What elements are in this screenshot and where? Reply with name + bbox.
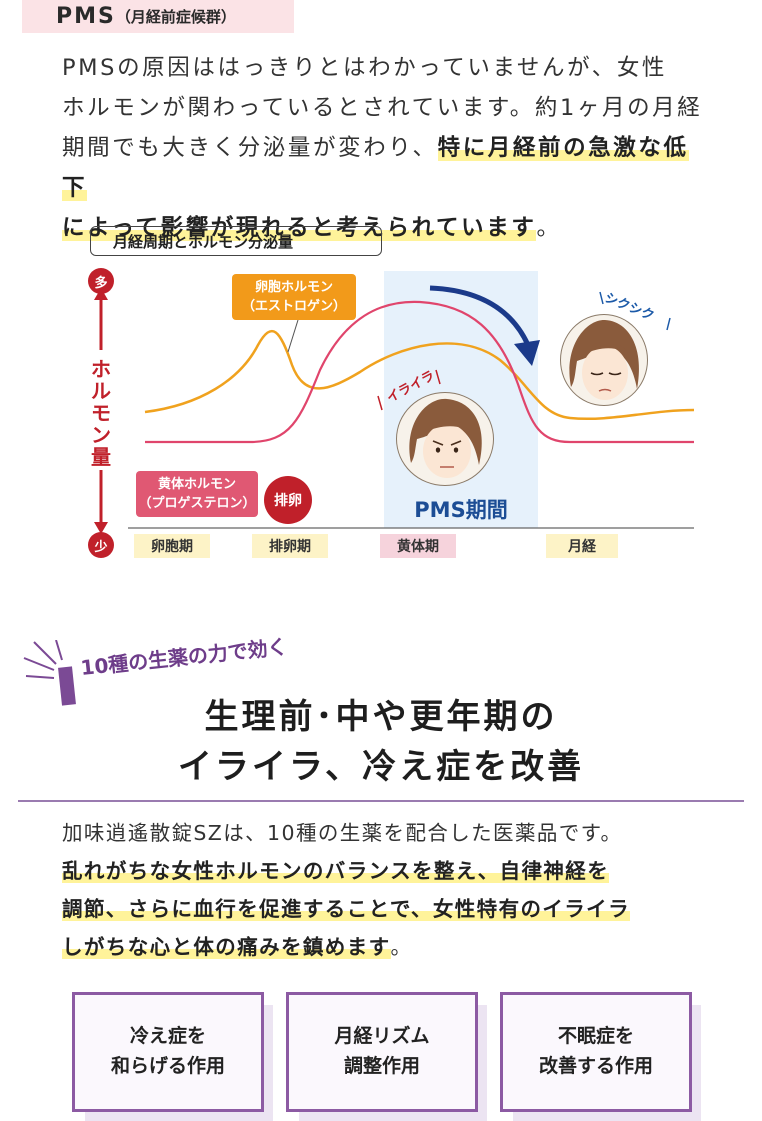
y-axis-arrowhead-down (94, 522, 108, 534)
pms-period-label: PMS期間 (414, 498, 508, 522)
irritated-face-icon (409, 398, 482, 478)
estrogen-curve (144, 330, 695, 421)
phase-follicular: 卵胞期 (134, 534, 210, 558)
intro-line-2: ホルモンが関わっているとされています。約1ヶ月の月経 (62, 95, 703, 121)
decline-arrowhead (514, 340, 540, 366)
intro-line-3: 期間でも大きく分泌量が変わり、特に月経前の急激な低下 (62, 128, 712, 208)
irritation-mark-right (435, 369, 441, 385)
ovulation-badge: 排卵 (264, 476, 312, 524)
phase-ovulation: 排卵期 (252, 534, 328, 558)
sobbing-face-icon (569, 319, 639, 400)
pms-tag: PMS （月経前症候群） (22, 0, 294, 33)
phase-menstruation: 月経 (546, 534, 618, 558)
product-line-3: 調節、さらに血行を促進することで、女性特有のイライラ (62, 890, 722, 928)
sub-heading: 10種の生薬の力で効く (79, 634, 289, 681)
product-highlight-2: 調節、さらに血行を促進することで、女性特有のイライラ (62, 897, 630, 921)
hormone-curves (94, 285, 695, 534)
progesterone-curve (145, 300, 694, 444)
product-highlight-1: 乱れがちな女性ホルモンのバランスを整え、自律神経を (62, 859, 610, 883)
progesterone-label-main: 黄体ホルモン (157, 477, 236, 492)
product-line-4: しがちな心と体の痛みを鎮めます。 (62, 928, 722, 966)
product-paragraph: 加味逍遙散錠SZは、10種の生薬を配合した医薬品です。 乱れがちな女性ホルモンの… (62, 814, 722, 966)
y-label-char: ン (91, 423, 111, 447)
y-label-char: ル (91, 379, 111, 403)
intro-line-4-tail: 。 (536, 215, 562, 241)
y-label-char: ホ (91, 357, 111, 381)
sparkle-lines-icon (23, 640, 63, 679)
y-label-char: 量 (91, 445, 111, 469)
y-axis-high-badge: 多 (88, 268, 114, 294)
sob-mark-left (599, 291, 604, 305)
effect-card-sleep: 不眠症を 改善する作用 (500, 992, 701, 1121)
y-axis-arrowhead (94, 288, 108, 300)
intro-highlight-2: によって影響が現れると考えられています (62, 215, 537, 241)
product-highlight-3: しがちな心と体の痛みを鎮めます (62, 935, 391, 959)
sob-mark-right (666, 317, 671, 331)
estrogen-label-sub: （エストロゲン） (241, 299, 346, 314)
phase-luteal: 黄体期 (380, 534, 456, 558)
estrogen-label-main: 卵胞ホルモン (254, 280, 333, 295)
effect-card-cycle: 月経リズム 調整作用 (286, 992, 487, 1121)
main-heading-line-1: 生理前･中や更年期の (204, 697, 558, 737)
progesterone-label: 黄体ホルモン （プロゲステロン） (136, 471, 258, 517)
intro-paragraph: PMSの原因ははっきりとはわかっていませんが、女性 ホルモンが関わっているとされ… (62, 48, 712, 248)
section-divider (18, 800, 744, 802)
intro-line-3-plain: 期間でも大きく分泌量が変わり、 (62, 135, 438, 161)
intro-line-1: PMSの原因ははっきりとはわかっていませんが、女性 (62, 55, 668, 81)
sobbing-face-illustration (560, 314, 648, 406)
effect-card-cold: 冷え症を 和らげる作用 (72, 992, 273, 1121)
estrogen-label: 卵胞ホルモン （エストロゲン） (232, 274, 356, 320)
y-label-char: モ (91, 401, 111, 425)
estrogen-leader (287, 319, 299, 353)
diagram-title: 月経周期とホルモン分泌量 (90, 226, 382, 256)
product-line-1: 加味逍遙散錠SZは、10種の生薬を配合した医薬品です。 (62, 821, 623, 845)
pms-tag-sub: （月経前症候群） (115, 8, 236, 26)
y-axis-low-badge: 少 (88, 532, 114, 558)
main-heading-line-2: イライラ、冷え症を改善 (177, 747, 585, 787)
product-line-4-tail: 。 (390, 935, 413, 959)
product-line-2: 乱れがちな女性ホルモンのバランスを整え、自律神経を (62, 852, 722, 890)
pms-tag-main: PMS (56, 4, 116, 29)
irritation-mark-left (377, 395, 383, 411)
progesterone-label-sub: （プロゲステロン） (138, 496, 256, 511)
intro-line-4: によって影響が現れると考えられています。 (62, 208, 712, 248)
decline-arrow (429, 285, 531, 347)
irritated-face-illustration (396, 392, 494, 486)
y-axis-label: ホ ル モ ン 量 (88, 358, 114, 468)
